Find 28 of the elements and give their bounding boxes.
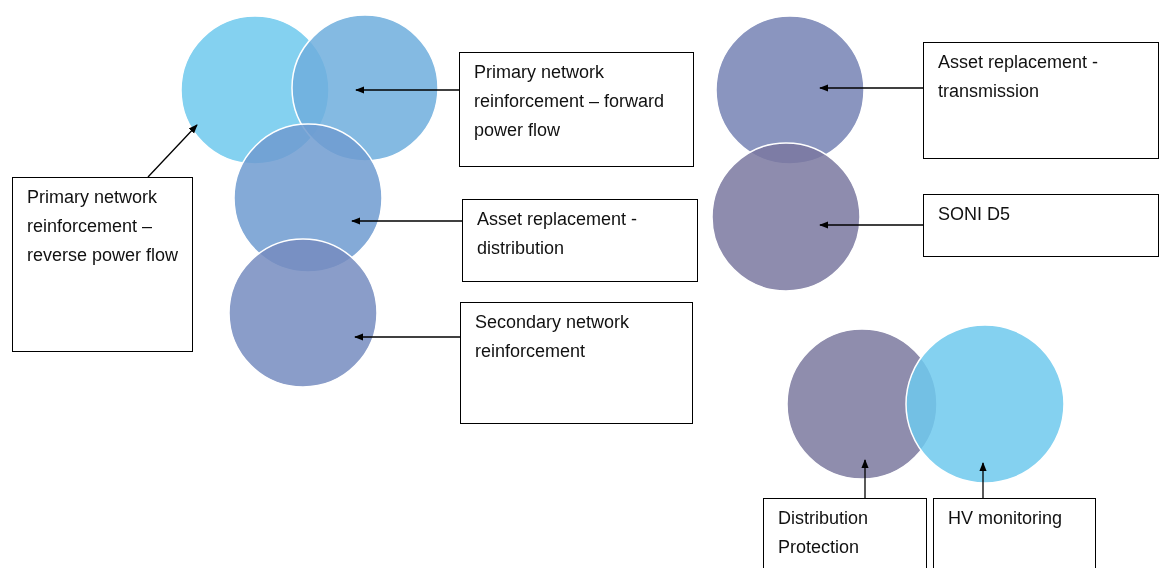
label-box	[923, 194, 1159, 257]
arrow	[147, 124, 198, 178]
label-box	[12, 177, 193, 352]
circle	[291, 14, 439, 162]
label-box	[933, 498, 1096, 568]
label-box	[460, 302, 693, 424]
circle	[905, 324, 1065, 484]
arrow	[355, 86, 460, 94]
box-text: Asset replacement - distribution	[477, 208, 639, 260]
arrow	[861, 459, 869, 499]
circle	[228, 238, 378, 388]
arrow	[351, 217, 463, 225]
arrow	[819, 84, 924, 92]
box-text: Distribution Protection	[778, 507, 870, 559]
label-box	[763, 498, 927, 568]
label-box	[462, 199, 698, 282]
box-text: HV monitoring	[948, 507, 1064, 530]
label-box	[459, 52, 694, 167]
box-text: Primary network reinforcement – reverse power flow	[27, 186, 180, 267]
label-box	[923, 42, 1159, 159]
circle	[711, 142, 861, 292]
arrow	[354, 333, 461, 341]
box-text: SONI D5	[938, 203, 1012, 226]
box-text: Primary network reinforcement – forward power flow	[474, 61, 666, 142]
box-text: Secondary network reinforcement	[475, 311, 631, 363]
box-text: Asset replacement - transmission	[938, 51, 1100, 103]
arrow	[979, 462, 987, 499]
arrow	[819, 221, 924, 229]
